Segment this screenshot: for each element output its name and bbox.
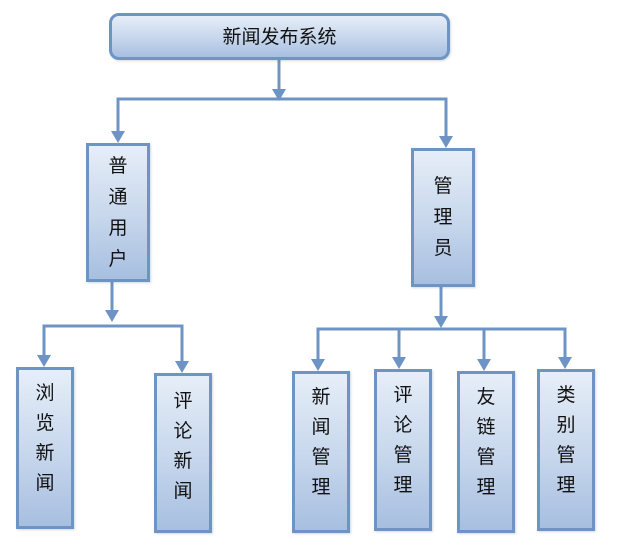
node-category-management-label: 类别管理 [556,384,576,496]
node-root-label: 新闻发布系统 [222,25,337,48]
node-comment-management-label: 评论管理 [393,384,413,496]
arrowhead-browse [37,355,51,367]
node-browse-news-label: 浏览新闻 [35,382,55,494]
node-comment-news-label: 评论新闻 [173,390,193,502]
arrowhead-catmgr [558,357,572,369]
node-admin-label: 管理员 [433,175,453,259]
arrowhead-linkmgr [477,359,491,371]
arrowhead-comment [175,361,189,373]
node-link-management-label: 友链管理 [476,386,496,498]
node-user-label: 普通用户 [108,154,128,270]
arrowhead-newsmgr [311,359,325,371]
arrowhead-root [272,89,286,101]
node-admin: 管理员 [411,148,475,287]
node-browse-news: 浏览新闻 [16,367,74,529]
node-link-management: 友链管理 [457,371,515,533]
node-comment-news: 评论新闻 [154,373,212,533]
node-category-management: 类别管理 [537,369,595,531]
node-root: 新闻发布系统 [109,13,450,60]
arrowhead-user-trunk [105,310,119,322]
arrowhead-admin [439,136,453,148]
arrowhead-cmtmgr [392,357,406,369]
arrowhead-user [111,131,125,143]
node-user: 普通用户 [86,143,150,282]
node-comment-management: 评论管理 [374,369,432,531]
arrowhead-admin-trunk [434,316,448,328]
node-news-management-label: 新闻管理 [311,386,331,498]
node-news-management: 新闻管理 [292,371,350,533]
